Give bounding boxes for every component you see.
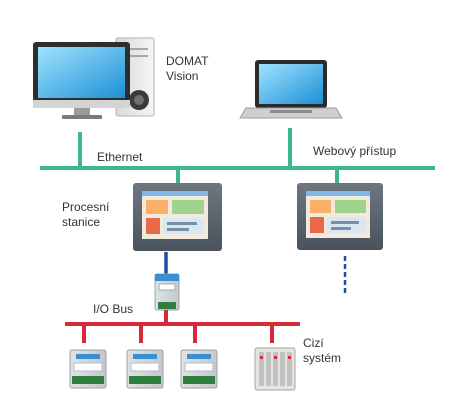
process-station-label-line2: stanice [62, 215, 101, 229]
domat-vision-label-line2: Vision [166, 69, 199, 83]
foreign-system-rack-icon [254, 347, 296, 391]
ethernet-bus [40, 128, 435, 183]
process-station-panel-1 [133, 183, 222, 251]
io-bus [65, 310, 300, 343]
process-station-label: Procesní stanice [62, 200, 109, 230]
laptop-icon [239, 60, 343, 119]
domat-vision-label-line1: DOMAT [166, 54, 209, 68]
web-access-label: Webový přístup [313, 144, 397, 158]
io-module-1-icon [69, 349, 107, 389]
process-station-panel-2 [297, 183, 383, 250]
process-station-label-line1: Procesní [62, 200, 110, 214]
io-module-3-icon [180, 349, 218, 389]
foreign-system-label-line1: Cizí [303, 336, 324, 350]
foreign-system-label-line2: systém [303, 351, 342, 365]
domat-vision-label: DOMAT Vision [166, 54, 208, 84]
io-converter-module-icon [154, 273, 180, 311]
foreign-system-label: Cizí systém [303, 336, 341, 366]
io-module-2-icon [126, 349, 164, 389]
desktop-computer-icon [33, 37, 155, 119]
io-bus-label: I/O Bus [93, 302, 134, 316]
ethernet-label: Ethernet [97, 150, 143, 164]
